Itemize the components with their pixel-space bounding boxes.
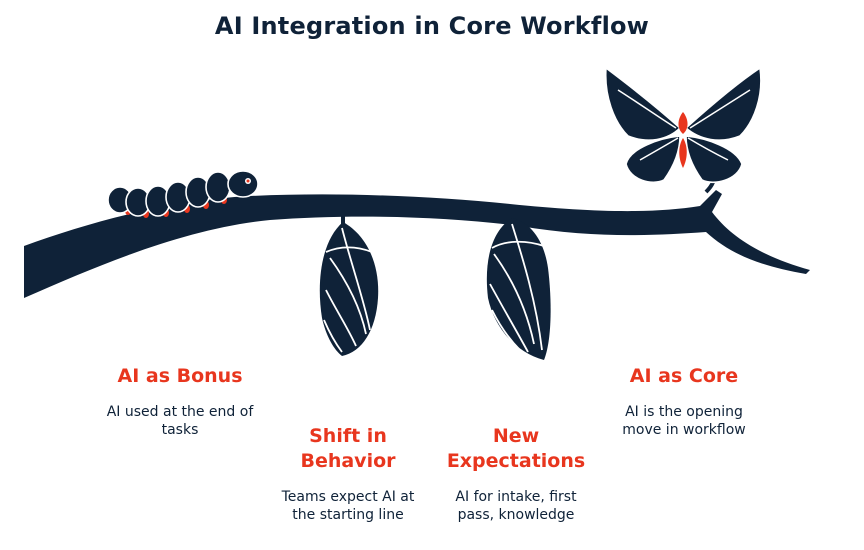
stage-shift-in-behavior: Shift in Behavior Teams expect AI at the… (268, 424, 428, 524)
stage-new-expectations: New Expectations AI for intake, first pa… (436, 424, 596, 524)
chrysalis-icon (320, 214, 378, 356)
stage-description: AI is the opening move in workflow (609, 403, 759, 439)
stage-heading: AI as Core (604, 364, 764, 389)
butterfly-icon (606, 68, 761, 192)
stage-description: AI for intake, first pass, knowledge (441, 488, 591, 524)
chrysalis-icon (487, 210, 551, 360)
stage-ai-as-bonus: AI as Bonus AI used at the end of tasks (100, 364, 260, 439)
stage-heading: New Expectations (446, 424, 586, 474)
stage-heading: Shift in Behavior (293, 424, 403, 474)
stage-description: AI used at the end of tasks (100, 403, 260, 439)
stage-ai-as-core: AI as Core AI is the opening move in wor… (604, 364, 764, 439)
stage-heading: AI as Bonus (100, 364, 260, 389)
stage-description: Teams expect AI at the starting line (278, 488, 418, 524)
